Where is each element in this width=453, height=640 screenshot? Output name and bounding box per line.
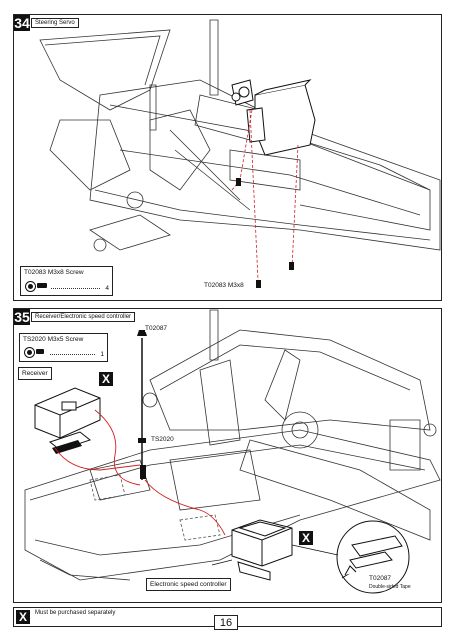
chassis-drawing-35	[24, 309, 441, 581]
callout-t02087: T02087	[145, 325, 168, 332]
servo-drawing	[231, 79, 316, 156]
receiver-not-included-mark: X	[99, 372, 113, 386]
receiver-label: Receiver	[18, 367, 52, 380]
tape-code: T02087	[369, 575, 392, 582]
step-title: Steering Servo	[31, 18, 79, 28]
tape-leader-line	[291, 544, 339, 556]
part-name: T02083 M3x8 Screw	[24, 269, 84, 276]
screw-icon	[37, 283, 47, 288]
screw-callout-34: T02083 M3x8	[204, 282, 244, 289]
tape-strips-receiver	[52, 440, 82, 454]
washer-icon	[25, 281, 36, 292]
screw-icon	[36, 349, 44, 354]
tape-inset-drawing	[341, 535, 403, 579]
parts-box-35: TS2020 M3x5 Screw 1	[19, 333, 108, 362]
dotted-leader	[50, 354, 95, 355]
step-title: Receiver/Electronic speed controller	[31, 312, 136, 322]
tape-description: Double-sided Tape	[369, 584, 411, 590]
part-quantity: 4	[105, 285, 109, 292]
part-name: TS2020 M3x5 Screw	[23, 336, 84, 343]
step-35-panel: 35 Receiver/Electronic speed controller …	[13, 308, 442, 603]
small-parts-35	[137, 330, 147, 479]
step-number: 34	[14, 15, 30, 31]
step-35-header: 35 Receiver/Electronic speed controller	[14, 309, 136, 325]
receiver-drawing	[34, 387, 101, 451]
esc-label: Electronic speed controller	[146, 578, 231, 591]
page-number: 16	[214, 615, 238, 630]
not-included-mark: X	[16, 610, 30, 624]
esc-not-included-mark: X	[299, 531, 313, 545]
placement-outlines-35	[89, 474, 221, 541]
screws-34	[236, 178, 294, 288]
washer-icon	[24, 347, 35, 358]
esc-drawing	[231, 519, 293, 581]
callout-ts2020: TS2020	[151, 436, 174, 443]
esc-leader-line	[211, 559, 233, 566]
footer-note: Must be purchased separately	[35, 610, 116, 616]
dotted-leader	[51, 288, 100, 289]
step-34-panel: 34 Steering Servo T02083 M3x8 Screw 4 T0…	[13, 14, 442, 301]
parts-box-34: T02083 M3x8 Screw 4	[20, 266, 113, 296]
part-quantity: 1	[100, 351, 104, 358]
step-34-header: 34 Steering Servo	[14, 15, 79, 31]
step-number: 35	[14, 309, 30, 325]
